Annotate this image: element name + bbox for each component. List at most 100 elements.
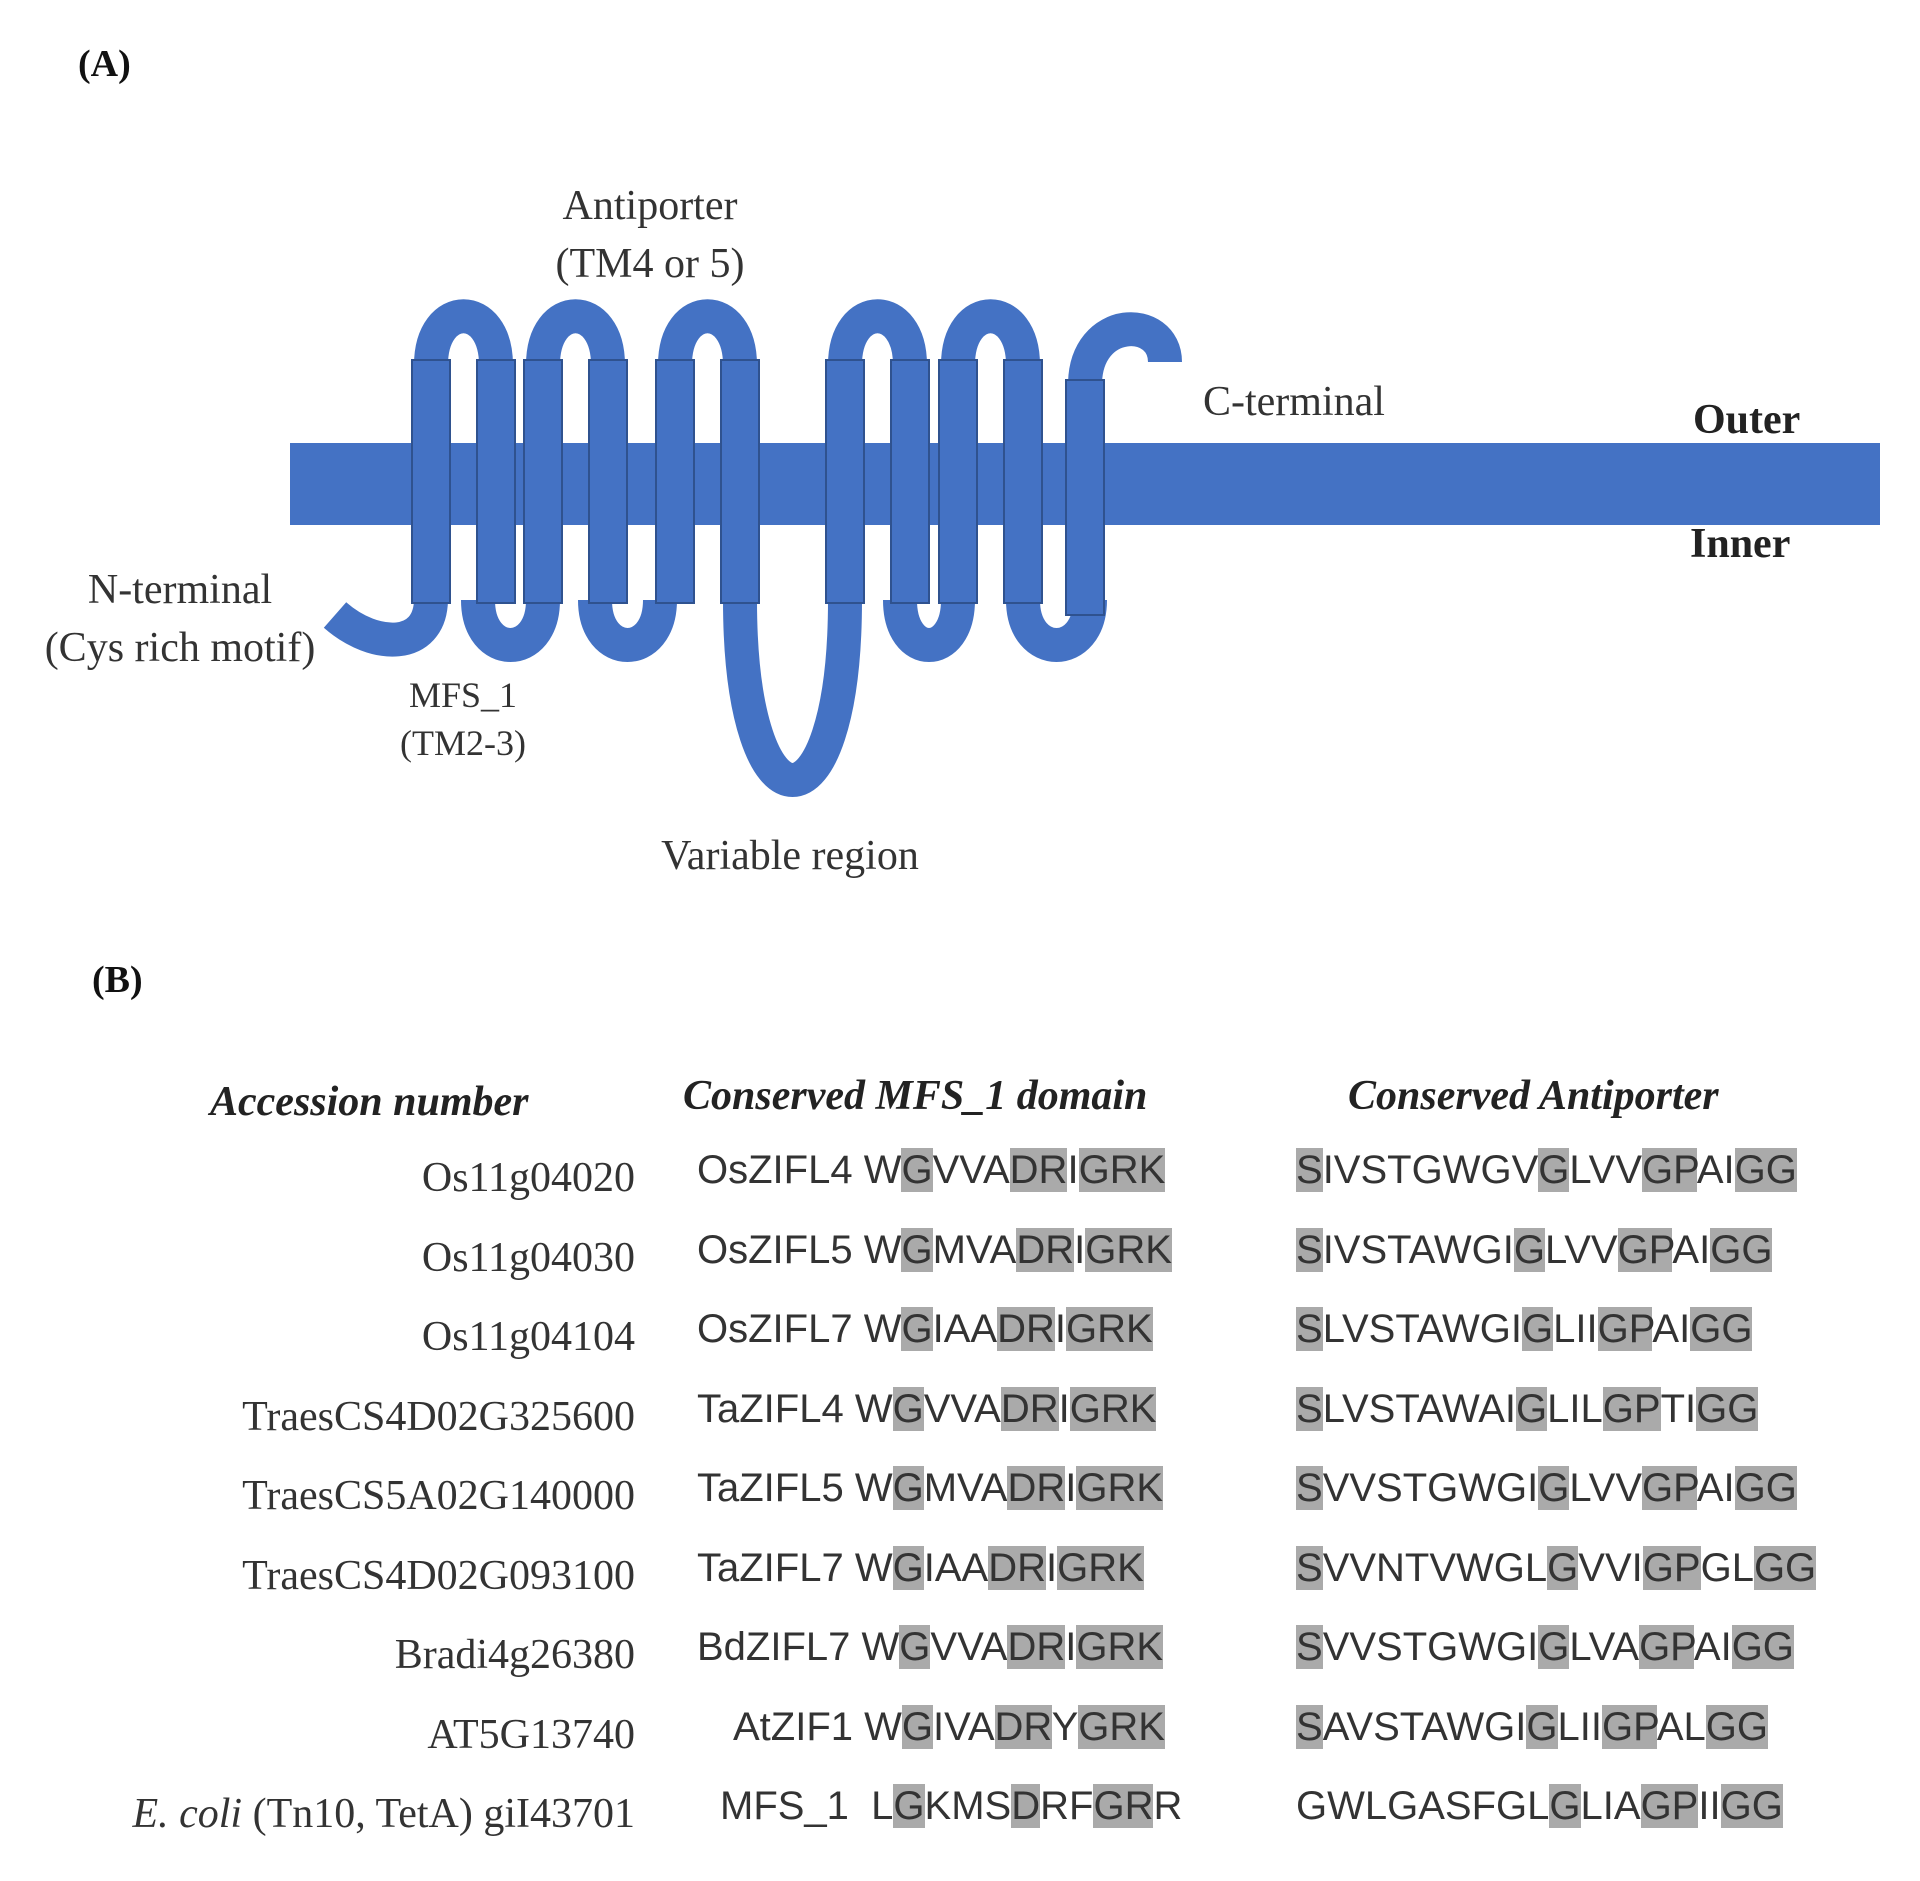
accession-number: Os11g04104 (421, 1314, 635, 1360)
residue: R (1153, 1784, 1183, 1828)
conserved-residue: S (1296, 1148, 1323, 1192)
gene-name: OsZIFL7 (697, 1307, 864, 1351)
conserved-residue: DR (997, 1307, 1055, 1351)
tm-helix-4 (588, 359, 628, 604)
conserved-residue: S (1296, 1545, 1323, 1590)
conserved-residue: G (1521, 1307, 1554, 1351)
conserved-residue: G (893, 1784, 925, 1828)
residue: LVSTAWAI (1322, 1386, 1517, 1431)
conserved-residue: G (1538, 1625, 1570, 1669)
antiporter-sequence: SIVSTGWGVGLVVGPAIGG (1296, 1148, 1797, 1193)
residue: KMS (924, 1784, 1012, 1828)
conserved-residue: GG (1753, 1545, 1817, 1590)
tm-helix-9 (938, 359, 978, 604)
residue: Y (1051, 1704, 1079, 1749)
conserved-residue: G (892, 1466, 924, 1510)
inner-loop-2 (578, 598, 677, 662)
residue: I (1058, 1386, 1070, 1431)
conserved-residue: DR (994, 1704, 1052, 1749)
conserved-residue: GRK (1065, 1307, 1153, 1351)
residue: LVV (1544, 1227, 1618, 1272)
residue: W (854, 1545, 893, 1590)
residue: I (1067, 1148, 1079, 1192)
conserved-residue: G (1526, 1704, 1558, 1749)
conserved-residue: GP (1602, 1386, 1661, 1431)
antiporter-sequence: SAVSTAWGIGLIIGPALGG (1296, 1704, 1769, 1750)
conserved-residue: GRK (1085, 1227, 1172, 1272)
residue: IVA (933, 1704, 995, 1749)
residue: LII (1553, 1307, 1598, 1351)
conserved-residue: GG (1734, 1148, 1797, 1192)
outer-loop-5 (941, 299, 1040, 367)
tm-helix-2 (476, 359, 516, 604)
residue: VVA (930, 1625, 1008, 1669)
conserved-residue: G (899, 1625, 931, 1669)
conserved-residue: G (1538, 1466, 1570, 1510)
conserved-residue: G (1549, 1784, 1581, 1828)
residue: W (863, 1148, 902, 1192)
residue: VVSTGWGI (1322, 1625, 1539, 1669)
antiporter-label: Antiporter (562, 183, 738, 229)
conserved-residue: DR (1016, 1227, 1075, 1272)
inner-loop-1 (461, 598, 560, 662)
organism-name: E. coli (132, 1791, 243, 1837)
antiporter-sequence: SIVSTAWGIGLVVGPAIGG (1296, 1227, 1773, 1273)
conserved-residue: GG (1731, 1625, 1794, 1669)
conserved-residue: G (901, 1704, 934, 1749)
residue: AI (1652, 1307, 1691, 1351)
c-terminal-label: C-terminal (1203, 379, 1385, 425)
antiporter-sequence: SVVSTGWGIGLVAGPAIGG (1296, 1625, 1794, 1670)
accession-number: Os11g04020 (421, 1155, 635, 1201)
residue: AVSTAWGI (1322, 1704, 1527, 1749)
accession-number: AT5G13740 (427, 1711, 635, 1758)
cys-rich-motif-label: (Cys rich motif) (44, 625, 316, 671)
residue: VVA (932, 1148, 1010, 1192)
residue: VVI (1578, 1545, 1643, 1590)
mfs-domain-sequence: OsZIFL5 WGMVADRIGRK (697, 1227, 1172, 1273)
residue: W (863, 1227, 902, 1272)
residue: AI (1696, 1148, 1735, 1192)
residue: IVSTAWGI (1322, 1227, 1514, 1272)
residue: VVSTGWGI (1322, 1466, 1539, 1510)
residue: AI (1696, 1466, 1735, 1510)
gene-name: TaZIFL7 (697, 1545, 855, 1590)
accession-number-header: Accession number (210, 1079, 529, 1125)
antiporter-tm-label: (TM4 or 5) (555, 241, 745, 287)
residue: VVNTVWGL (1322, 1545, 1548, 1590)
residue: W (854, 1386, 893, 1431)
transporter-topology-diagram (290, 299, 1880, 797)
residue: LIL (1547, 1386, 1603, 1431)
outer-loop-6-c-terminal (1068, 312, 1182, 387)
residue: MVA (932, 1227, 1017, 1272)
residue: W (861, 1625, 900, 1669)
outer-loop-3 (658, 299, 757, 367)
panel-a-label: (A) (78, 43, 131, 85)
tm-helix-10 (1003, 359, 1043, 604)
residue: VVA (923, 1386, 1001, 1431)
antiporter-sequence: SLVSTAWGIGLIIGPAIGG (1296, 1307, 1753, 1352)
gene-name: BdZIFL7 (697, 1625, 862, 1669)
conserved-residue: GP (1642, 1545, 1701, 1590)
variable-region-label: Variable region (661, 833, 919, 879)
conserved-residue: G (1093, 1784, 1125, 1828)
conserved-residue: GRK (1057, 1545, 1144, 1590)
gene-name: TaZIFL4 (697, 1386, 855, 1431)
conserved-residue: GP (1640, 1784, 1699, 1828)
conserved-residue: GP (1602, 1704, 1657, 1749)
conserved-residue: S (1296, 1625, 1323, 1669)
tm-helix-1 (411, 359, 451, 604)
conserved-residue: S (1296, 1704, 1323, 1749)
conserved-residue: DR (1000, 1386, 1059, 1431)
accession-number: TraesCS4D02G093100 (242, 1552, 635, 1599)
panel-b-label: (B) (92, 959, 143, 1001)
mfs-domain-sequence: MFS_1 LGKMSDRFGRR (720, 1784, 1182, 1829)
accession-number: TraesCS4D02G325600 (242, 1393, 635, 1440)
conserved-residue: GG (1705, 1704, 1769, 1749)
conserved-residue: S (1296, 1227, 1323, 1272)
tm-helix-8 (890, 359, 930, 604)
conserved-residue: GRK (1076, 1466, 1164, 1510)
conserved-residue: DR (1007, 1466, 1066, 1510)
outer-loop-4 (828, 299, 927, 367)
conserved-residue: G (901, 1148, 933, 1192)
conserved-residue: G (901, 1227, 933, 1272)
